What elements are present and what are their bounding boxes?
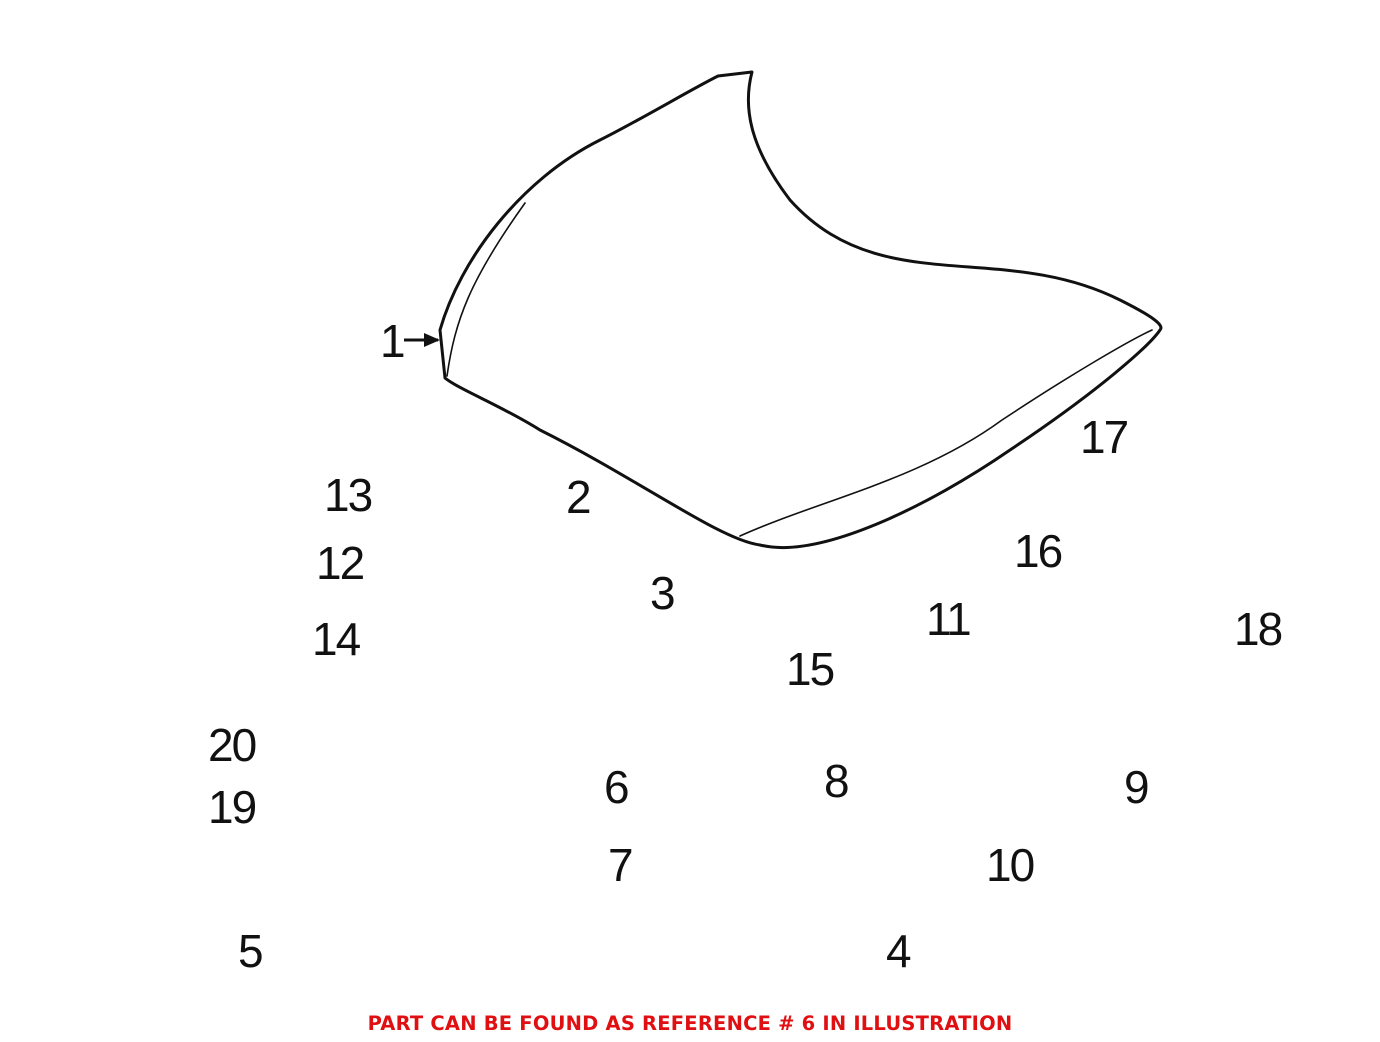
- callout-3[interactable]: 3: [650, 567, 676, 619]
- callout-8[interactable]: 8: [824, 755, 850, 807]
- part-hood[interactable]: [438, 70, 1163, 549]
- callout-5[interactable]: 5: [238, 925, 264, 977]
- callout-6[interactable]: 6: [604, 761, 630, 813]
- callout-19[interactable]: 19: [208, 781, 257, 833]
- callout-4[interactable]: 4: [886, 925, 912, 977]
- callout-11[interactable]: 11: [926, 593, 972, 645]
- callout-15[interactable]: 15: [786, 643, 835, 695]
- callout-12[interactable]: 12: [316, 537, 365, 589]
- reference-note: PART CAN BE FOUND AS REFERENCE # 6 IN IL…: [367, 1012, 1013, 1035]
- callout-18[interactable]: 18: [1234, 603, 1283, 655]
- callout-20[interactable]: 20: [208, 719, 257, 771]
- callout-16[interactable]: 16: [1014, 525, 1063, 577]
- callout-17[interactable]: 17: [1080, 411, 1129, 463]
- callout-2[interactable]: 2: [566, 471, 592, 523]
- callout-14[interactable]: 14: [312, 613, 361, 665]
- callout-1[interactable]: 1: [380, 315, 406, 367]
- callout-9[interactable]: 9: [1124, 761, 1150, 813]
- callout-10[interactable]: 10: [986, 839, 1035, 891]
- callout-7[interactable]: 7: [608, 839, 634, 891]
- callout-13[interactable]: 13: [324, 469, 373, 521]
